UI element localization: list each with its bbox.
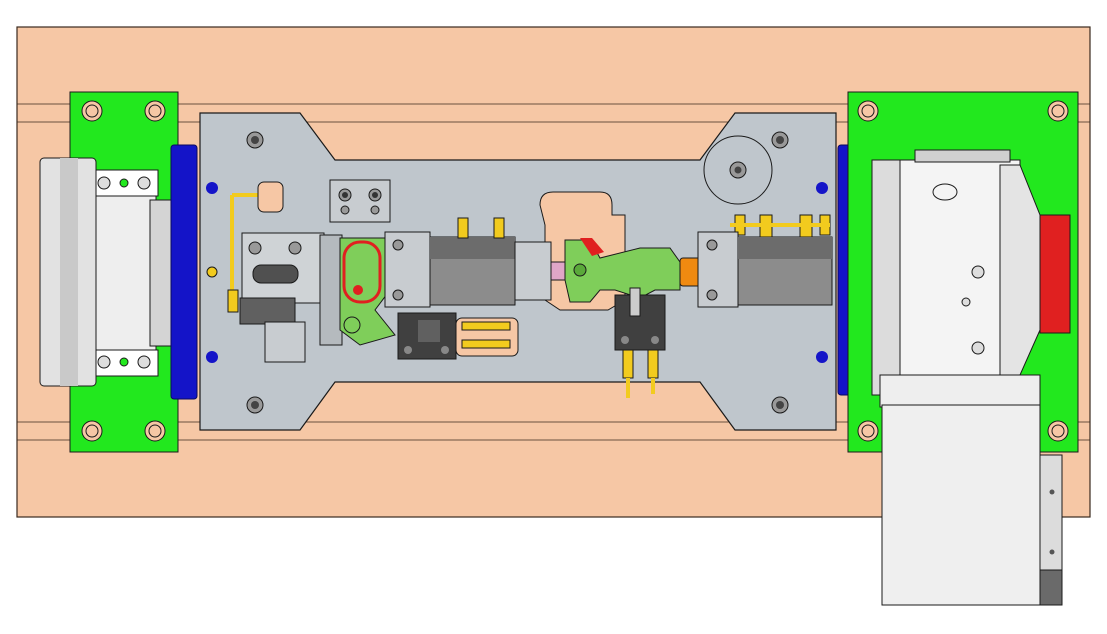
blue-dowel xyxy=(816,351,828,363)
round-cover xyxy=(703,135,773,205)
bolt-hole xyxy=(144,420,166,442)
bolt-hole xyxy=(144,100,166,122)
blue-dowel xyxy=(206,182,218,194)
top-clamp-block xyxy=(329,179,391,223)
bolt-hole xyxy=(81,420,103,442)
blue-dowel xyxy=(206,351,218,363)
left-bearing-housing xyxy=(39,157,173,387)
lower-dark-clamp xyxy=(397,312,519,360)
rotary-actuator xyxy=(871,149,1071,606)
left-clamp-assembly xyxy=(239,232,343,363)
center-left-cylinder xyxy=(384,231,572,308)
yellow-fitting xyxy=(227,289,239,313)
green-clamp-left xyxy=(339,237,396,346)
right-cylinder-assembly xyxy=(679,231,833,308)
center-green-linkage xyxy=(564,238,681,303)
left-blue-flange xyxy=(170,144,198,400)
blue-dowel xyxy=(816,182,828,194)
center-dark-clamp xyxy=(614,287,666,398)
plate-bolts xyxy=(206,131,828,414)
fitting-pad xyxy=(257,181,284,213)
bolt-hole xyxy=(81,100,103,122)
